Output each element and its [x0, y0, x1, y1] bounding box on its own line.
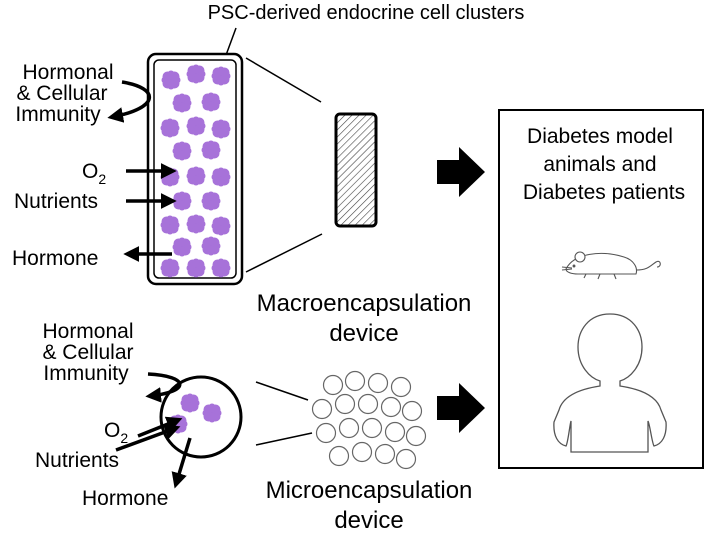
cell-cluster-icon: [186, 64, 206, 84]
microcapsule: [357, 393, 379, 415]
macro-immunity-arrow: [107, 80, 152, 123]
svg-text:Immunity: Immunity: [15, 103, 101, 126]
cell-cluster-icon: [201, 92, 221, 112]
micro-immunity-arrow: [145, 372, 182, 403]
micro-immunity-label: Hormonal & Cellular Immunity: [42, 320, 133, 385]
microcapsule: [361, 417, 383, 439]
microcapsule: [315, 422, 337, 444]
svg-text:device: device: [329, 320, 398, 347]
microcapsule: [380, 396, 402, 418]
svg-text:Diabetes model: Diabetes model: [527, 125, 673, 148]
cell-cluster-icon: [211, 216, 231, 236]
cell-cluster-icon: [180, 393, 200, 413]
cell-cluster-icon: [160, 215, 180, 235]
cell-cluster-icon: [202, 403, 222, 423]
clusters-title: PSC-derived endocrine cell clusters: [208, 2, 525, 24]
micro-device-label: Microencapsulation device: [266, 477, 473, 533]
micro-hormone-label: Hormone: [82, 487, 168, 510]
svg-text:Diabetes patients: Diabetes patients: [523, 181, 685, 204]
macro-nutrients-label: Nutrients: [14, 190, 98, 213]
svg-text:Immunity: Immunity: [43, 362, 129, 385]
cell-cluster-icon: [160, 118, 180, 138]
micro-nutrients-label: Nutrients: [35, 449, 119, 472]
cell-cluster-icon: [186, 214, 206, 234]
microcapsule: [311, 398, 333, 420]
mouse-icon: [561, 251, 661, 280]
recipient-label: Diabetes model animals and Diabetes pati…: [523, 125, 685, 204]
person-icon: [553, 313, 667, 453]
micro-o2-label: O2: [104, 419, 128, 446]
block-arrow-icon: [437, 383, 485, 433]
cell-cluster-icon: [186, 166, 206, 186]
cell-cluster-icon: [201, 236, 221, 256]
cell-cluster-icon: [172, 141, 192, 161]
svg-text:& Cellular: & Cellular: [42, 341, 133, 364]
svg-text:Microencapsulation: Microencapsulation: [266, 477, 473, 504]
svg-text:Hormonal: Hormonal: [22, 61, 113, 84]
macro-zoom-line-top: [245, 57, 322, 103]
microcapsule: [401, 400, 423, 422]
microcapsule: [390, 376, 412, 398]
cell-cluster-icon: [186, 258, 206, 278]
macro-device-label: Macroencapsulation device: [257, 290, 472, 347]
cell-cluster-icon: [201, 191, 221, 211]
cell-cluster-icon: [172, 93, 192, 113]
cell-cluster-icon: [172, 237, 192, 257]
block-arrow-icon: [437, 147, 485, 197]
macro-immunity-label: Hormonal & Cellular Immunity: [15, 61, 113, 126]
micro-hormone-arrow: [171, 437, 192, 489]
microcapsule: [334, 393, 356, 415]
microcapsule: [374, 443, 396, 465]
micro-capsule: [159, 375, 243, 459]
svg-text:& Cellular: & Cellular: [16, 82, 107, 105]
microcapsule: [322, 374, 344, 396]
svg-text:device: device: [334, 507, 403, 533]
cell-cluster-icon: [201, 140, 221, 160]
cell-cluster-icon: [186, 116, 206, 136]
svg-text:Macroencapsulation: Macroencapsulation: [257, 290, 472, 317]
svg-text:animals and: animals and: [543, 153, 656, 176]
micro-o2-arrow: [137, 416, 183, 438]
microcapsule: [395, 448, 417, 470]
micro-zoom-line-top: [255, 381, 309, 401]
microcapsule: [405, 425, 427, 447]
microcapsule: [367, 372, 389, 394]
microcapsule: [338, 417, 360, 439]
macro-zoom-line-bottom: [245, 233, 323, 273]
microcapsules-icon: [311, 370, 427, 470]
macro-hormone-label: Hormone: [12, 247, 98, 270]
microcapsule: [344, 370, 366, 392]
microcapsule: [384, 421, 406, 443]
svg-text:Hormonal: Hormonal: [42, 320, 133, 343]
macro-device-hatched-icon: [334, 112, 378, 228]
cell-cluster-icon: [211, 258, 231, 278]
microcapsule: [351, 441, 373, 463]
micro-zoom-line-bottom: [255, 432, 313, 446]
cell-cluster-icon: [211, 66, 231, 86]
macro-o2-label: O2: [82, 160, 106, 187]
microcapsule: [328, 445, 350, 467]
cell-cluster-icon: [172, 191, 192, 211]
cell-cluster-icon: [161, 70, 181, 90]
micro-nutrients-arrow: [115, 424, 181, 452]
cell-cluster-icon: [211, 119, 231, 139]
cell-cluster-icon: [211, 167, 231, 187]
cell-cluster-icon: [160, 258, 180, 278]
